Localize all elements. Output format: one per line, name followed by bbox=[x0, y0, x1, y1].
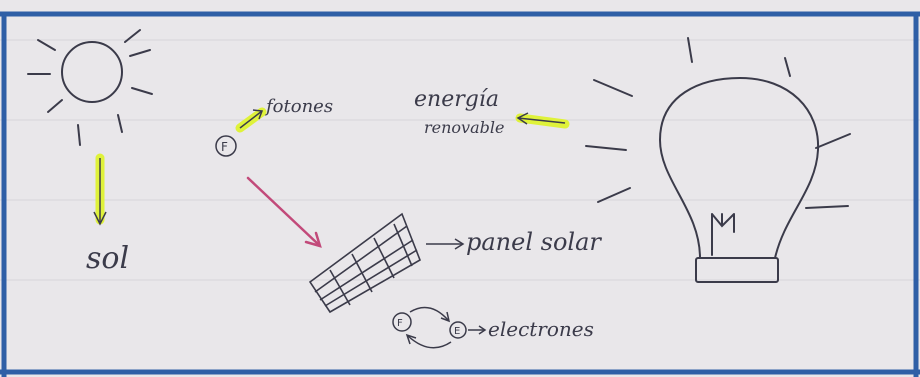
electron-symbol: E bbox=[454, 326, 460, 337]
sun-label: sol bbox=[86, 241, 129, 276]
electrons-label: electrones bbox=[488, 317, 594, 341]
photon-symbol-small: F bbox=[397, 318, 403, 329]
light-bulb-icon bbox=[585, 37, 851, 283]
energy-label-line1: energía bbox=[414, 87, 499, 112]
electron-cycle bbox=[392, 306, 467, 349]
pink-arrow bbox=[246, 176, 322, 248]
photons-arrow bbox=[235, 107, 267, 133]
paper-lines bbox=[0, 39, 920, 281]
panel-arrow bbox=[426, 238, 465, 250]
solar-panel-icon bbox=[308, 212, 421, 314]
photons-label: fotones bbox=[264, 96, 333, 117]
photon-symbol: F bbox=[215, 135, 237, 157]
electrons-arrow bbox=[468, 325, 487, 335]
sun-icon bbox=[27, 29, 153, 146]
panel-label: panel solar bbox=[466, 228, 602, 256]
photon-symbol-letter: F bbox=[221, 140, 228, 154]
energy-arrow bbox=[515, 112, 570, 129]
blue-frame bbox=[0, 11, 920, 377]
energy-label-line2: renovable bbox=[424, 118, 504, 137]
sun-arrow bbox=[93, 153, 107, 226]
